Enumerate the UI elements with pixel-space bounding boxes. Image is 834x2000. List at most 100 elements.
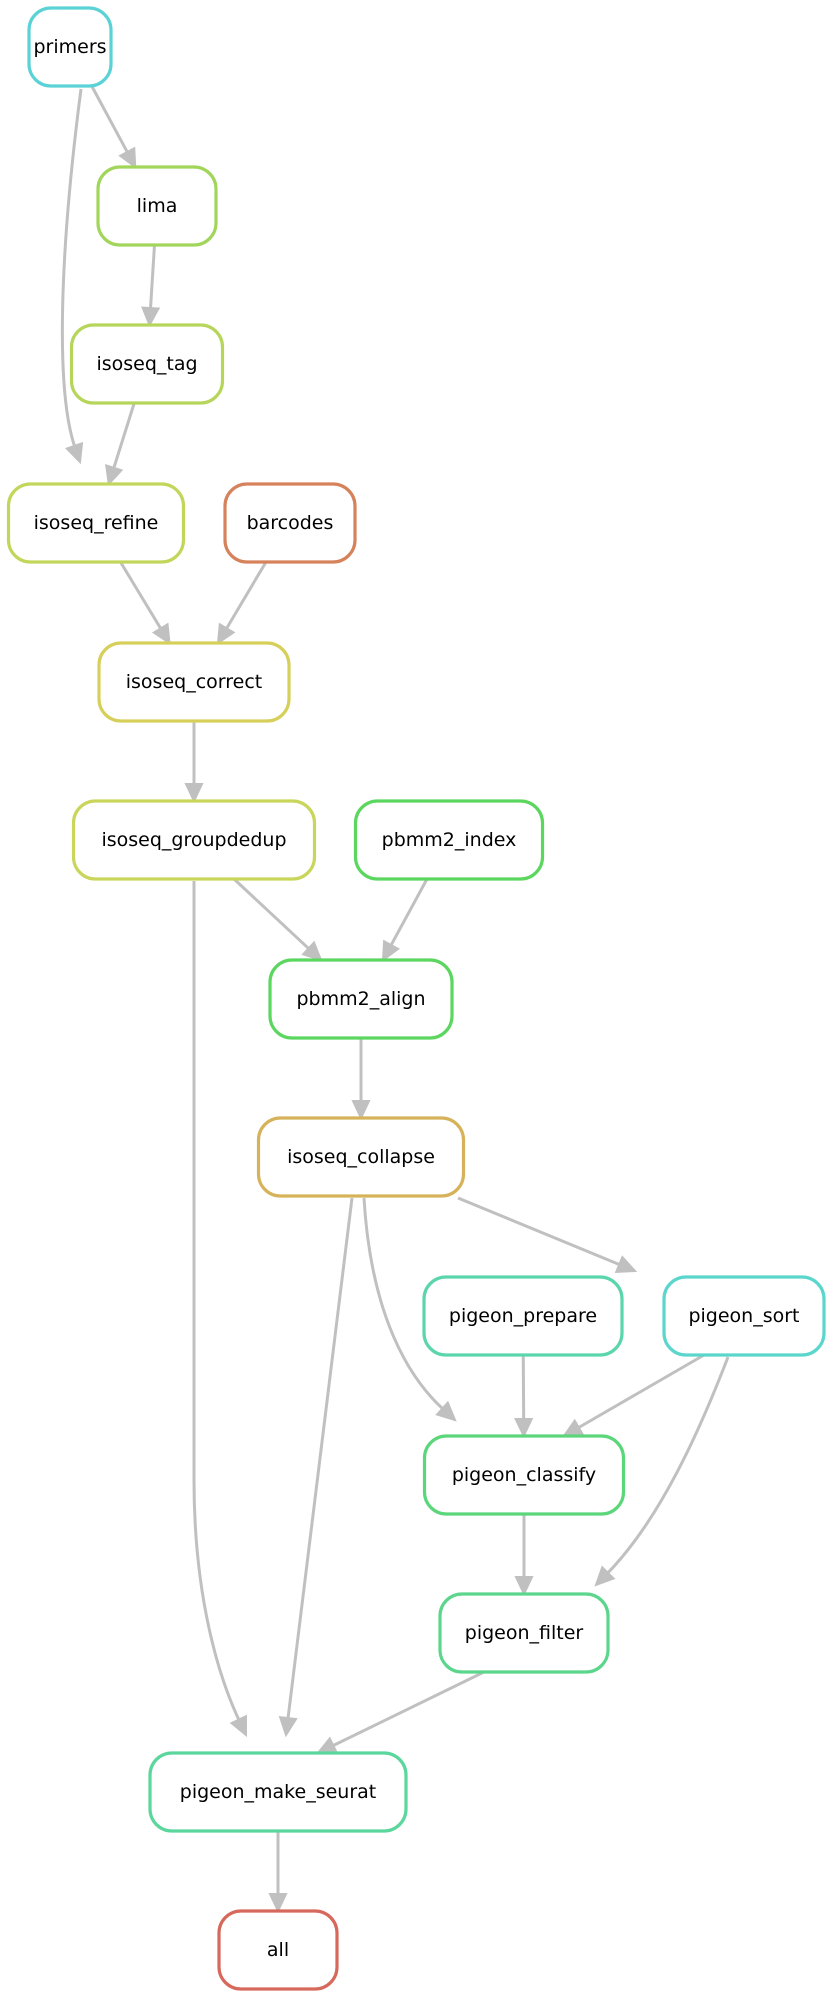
node-box: [422, 1275, 624, 1357]
arrowhead-icon: [435, 1400, 457, 1422]
edge-barcodes-to-isoseq_correct: [216, 561, 268, 646]
arrowhead-icon: [65, 441, 84, 465]
arrowhead-icon: [118, 146, 137, 170]
node-box: [27, 6, 113, 88]
node-label: pigeon_classify: [452, 1464, 596, 1486]
arrowhead-icon: [561, 1418, 585, 1438]
edge-pbmm2_index-to-pbmm2_align: [381, 878, 429, 963]
node-label: isoseq_collapse: [287, 1146, 435, 1168]
node-isoseq_tag: isoseq_tag: [69, 323, 225, 405]
edge-line: [457, 1196, 622, 1267]
arrowhead-icon: [141, 306, 161, 328]
edge-isoseq_tag-to-isoseq_refine: [105, 402, 136, 487]
arrowhead-icon: [514, 1576, 534, 1597]
arrowhead-icon: [184, 783, 204, 804]
node-label: all: [267, 1939, 289, 1961]
edge-pigeon_classify-to-pigeon_filter: [514, 1514, 534, 1597]
node-label: pigeon_sort: [688, 1305, 799, 1327]
edge-line: [576, 1353, 705, 1430]
arrowhead-icon: [151, 622, 171, 646]
edge-line: [119, 561, 163, 631]
edge-pigeon_sort-to-pigeon_filter: [594, 1356, 730, 1587]
edge-pigeon_prepare-to-pigeon_classify: [514, 1354, 534, 1439]
node-label: pbmm2_index: [382, 829, 517, 851]
node-pigeon_prepare: pigeon_prepare: [422, 1275, 624, 1357]
node-box: [256, 1116, 466, 1198]
node-box: [97, 641, 291, 723]
node-label: pigeon_prepare: [449, 1305, 597, 1327]
edge-isoseq_correct-to-isoseq_groupdedup: [184, 721, 204, 804]
arrowhead-icon: [278, 1715, 298, 1738]
arrowhead-icon: [351, 1100, 371, 1121]
node-box: [422, 1434, 626, 1516]
edge-line: [605, 1356, 730, 1576]
edge-pigeon_sort-to-pigeon_classify: [561, 1353, 705, 1438]
arrowhead-icon: [301, 940, 323, 962]
node-pigeon_sort: pigeon_sort: [662, 1275, 826, 1357]
node-box: [438, 1592, 610, 1674]
edge-line: [362, 1197, 445, 1412]
node-primers: primers: [27, 6, 113, 88]
node-box: [217, 1909, 339, 1991]
node-box: [148, 1751, 408, 1833]
node-pbmm2_align: pbmm2_align: [268, 958, 454, 1040]
node-label: isoseq_correct: [126, 671, 262, 693]
node-box: [96, 165, 218, 247]
edge-isoseq_collapse-to-pigeon_sort: [457, 1196, 638, 1273]
arrowhead-icon: [216, 622, 236, 646]
arrowhead-icon: [105, 463, 124, 487]
node-label: pigeon_filter: [465, 1622, 584, 1644]
arrowhead-icon: [381, 939, 401, 963]
edge-isoseq_collapse-to-pigeon_make_seurat: [278, 1197, 354, 1738]
node-lima: lima: [96, 165, 218, 247]
edge-isoseq_refine-to-isoseq_correct: [119, 561, 171, 646]
node-label: primers: [33, 36, 106, 58]
node-box: [268, 958, 454, 1040]
edge-pbmm2_align-to-isoseq_collapse: [351, 1038, 371, 1121]
edge-line: [90, 85, 130, 155]
node-box: [69, 323, 225, 405]
node-label: isoseq_groupdedup: [101, 829, 286, 851]
node-label: pigeon_make_seurat: [180, 1781, 376, 1803]
edge-lima-to-isoseq_tag: [141, 244, 161, 328]
edge-primers-to-lima: [90, 85, 137, 170]
edge-line: [224, 561, 268, 631]
arrowhead-icon: [315, 1736, 339, 1755]
edge-isoseq_collapse-to-pigeon_classify: [362, 1197, 457, 1422]
node-label: barcodes: [247, 512, 334, 534]
nodes-layer: primers lima isoseq_tag isoseq_refine barcod…: [6, 6, 826, 1991]
node-label: lima: [137, 195, 178, 217]
node-label: pbmm2_align: [296, 988, 425, 1010]
node-box: [6, 482, 186, 564]
node-box: [662, 1275, 826, 1357]
node-pigeon_filter: pigeon_filter: [438, 1592, 610, 1674]
edge-line: [111, 402, 136, 471]
node-box: [223, 482, 357, 564]
node-pigeon_make_seurat: pigeon_make_seurat: [148, 1751, 408, 1833]
arrowhead-icon: [229, 1714, 248, 1738]
node-label: isoseq_refine: [34, 512, 159, 534]
edge-line: [60, 88, 83, 449]
node-box: [71, 799, 317, 881]
arrowhead-icon: [614, 1255, 638, 1273]
node-isoseq_collapse: isoseq_collapse: [256, 1116, 466, 1198]
node-box: [353, 799, 545, 881]
edge-primers-to-isoseq_refine: [60, 88, 84, 465]
node-label: isoseq_tag: [96, 353, 197, 375]
node-pbmm2_index: pbmm2_index: [353, 799, 545, 881]
node-barcodes: barcodes: [223, 482, 357, 564]
node-isoseq_correct: isoseq_correct: [97, 641, 291, 723]
node-pigeon_classify: pigeon_classify: [422, 1434, 626, 1516]
edge-line: [286, 1197, 354, 1721]
arrowhead-icon: [268, 1893, 288, 1914]
arrowhead-icon: [514, 1417, 534, 1439]
edge-pigeon_make_seurat-to-all: [268, 1831, 288, 1914]
node-isoseq_refine: isoseq_refine: [6, 482, 186, 564]
node-isoseq_groupdedup: isoseq_groupdedup: [71, 799, 317, 881]
edge-isoseq_groupdedup-to-pigeon_make_seurat: [192, 881, 248, 1738]
edge-pigeon_filter-to-pigeon_make_seurat: [315, 1670, 485, 1755]
node-all: all: [217, 1909, 339, 1991]
arrowhead-icon: [594, 1565, 616, 1587]
edge-isoseq_groupdedup-to-pbmm2_align: [232, 877, 323, 962]
edge-line: [148, 244, 156, 311]
